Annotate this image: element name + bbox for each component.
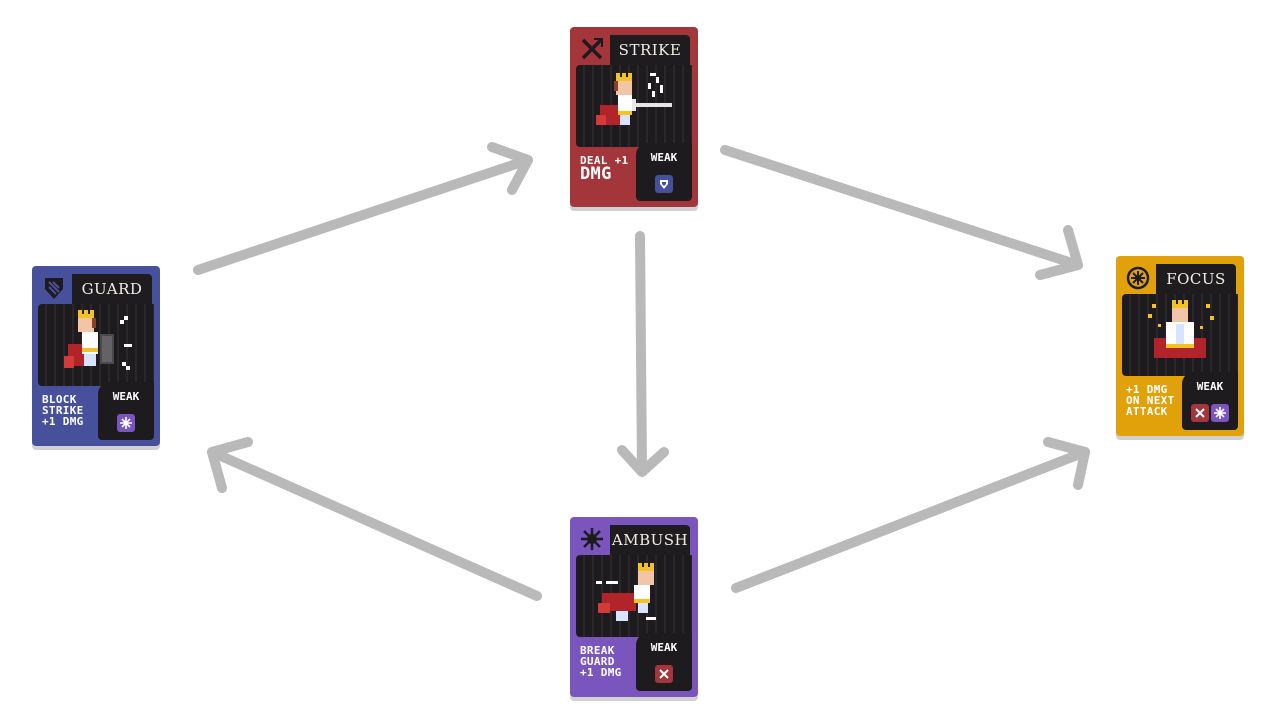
card-title: GUARD [72,274,152,304]
card-art-king-ambushing [576,555,692,637]
card-strike[interactable]: STRIKE DEAL +1 DMG W [570,27,698,207]
weak-label: WEAK [650,151,678,164]
card-art-king-focusing [1122,294,1238,376]
card-effect: BREAK GUARD +1 DMG [580,645,638,678]
weak-label: WEAK [650,641,678,654]
weakness-box: WEAK [98,382,154,440]
arrow-ambush-to-focus [731,437,1090,593]
card-effect: +1 DMG ON NEXT ATTACK [1126,384,1184,417]
card-focus[interactable]: FOCUS +1 DMG ON NEXT ATTACK WEAK [1116,256,1244,436]
burst-icon [117,414,135,432]
card-guard[interactable]: GUARD BLOCK STRIKE +1 DMG WEAK [32,266,160,446]
crossed-swords-icon [1191,404,1209,422]
shield-icon [40,274,68,302]
burst-icon [1211,404,1229,422]
card-art-king-guarding [38,304,154,386]
card-title: STRIKE [610,35,690,65]
weakness-box: WEAK [636,633,692,691]
effect-line: DMG [580,164,612,184]
crossed-swords-icon [655,665,673,683]
sun-burst-icon [1124,264,1152,292]
weak-label: WEAK [1196,380,1224,393]
arrow-guard-to-strike [193,142,533,275]
ambush-burst-icon [578,525,606,553]
weakness-box: WEAK [636,143,692,201]
shield-icon [655,175,673,193]
effect-line: +1 DMG [1126,383,1168,396]
effect-line: STRIKE [42,404,84,417]
card-title: AMBUSH [610,525,690,555]
effect-line: DEAL +1 [580,154,629,167]
card-art-king-striking [576,65,692,147]
effect-line: ATTACK [1126,405,1168,418]
weakness-box: WEAK [1182,372,1238,430]
effect-line: ON NEXT [1126,394,1175,407]
effect-line: BLOCK [42,393,77,406]
crossed-swords-icon [578,35,606,63]
effect-line: +1 DMG [580,666,622,679]
arrow-strike-to-focus [720,145,1083,280]
arrow-strike-to-ambush [617,231,669,477]
effect-line: BREAK [580,644,615,657]
card-effect: BLOCK STRIKE +1 DMG [42,394,100,427]
card-effect: DEAL +1 DMG [580,155,638,183]
arrow-ambush-to-guard [207,437,542,601]
effect-line: +1 DMG [42,415,84,428]
card-title: FOCUS [1156,264,1236,294]
weak-label: WEAK [112,390,140,403]
effect-line: GUARD [580,655,615,668]
card-ambush[interactable]: AMBUSH BREAK GUARD +1 DMG WEAK [570,517,698,697]
